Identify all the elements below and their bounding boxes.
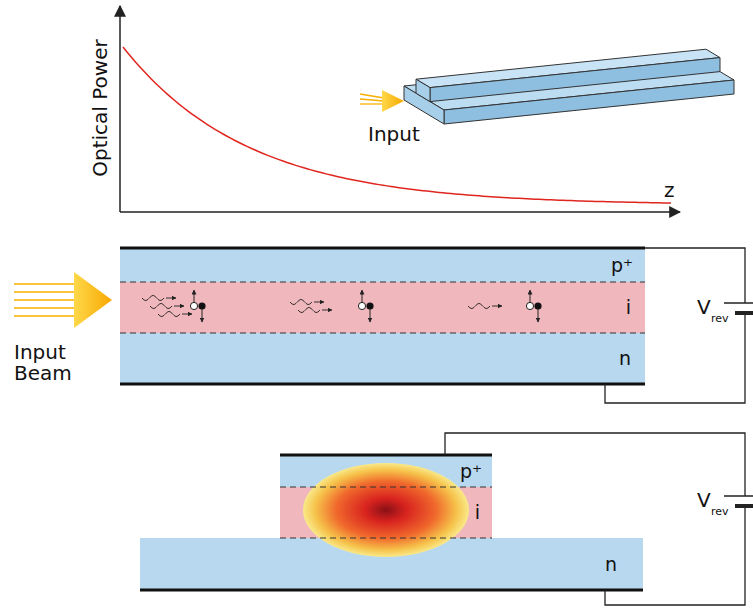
input-beam-arrow — [14, 272, 112, 328]
side-view-layers — [120, 248, 645, 384]
hole — [190, 302, 197, 309]
axis-label: z — [664, 180, 675, 201]
hole — [358, 302, 365, 309]
input-beam-label: Input Beam — [14, 342, 104, 384]
n-layer: n — [120, 333, 645, 384]
layer-label: p⁺ — [460, 462, 482, 481]
waveguide-face — [430, 58, 720, 102]
layer-label: n — [619, 349, 631, 368]
axis-label: Optical Power — [90, 39, 111, 176]
electron-drift — [370, 309, 371, 322]
p-layer: p⁺ — [280, 455, 492, 487]
optical-mode — [303, 463, 469, 557]
hole-drift — [362, 290, 363, 303]
intrinsic-layer: i — [120, 282, 645, 333]
electron-drift — [538, 309, 539, 322]
photon — [158, 312, 180, 317]
layer-label: i — [626, 298, 631, 317]
photon-arrow — [492, 306, 502, 307]
input-label: Input — [368, 124, 420, 145]
layer-label: p⁺ — [611, 256, 633, 275]
photon-arrow — [166, 298, 176, 299]
voltage-label: V — [697, 490, 711, 511]
photon — [142, 296, 164, 301]
z-axis — [120, 211, 680, 213]
power-plot — [120, 6, 680, 212]
input-arrow-small — [360, 90, 404, 112]
y-axis — [119, 6, 121, 212]
photon-arrow — [314, 302, 324, 303]
voltage-subscript: rev — [711, 313, 729, 325]
photon-arrow — [322, 310, 332, 311]
hole — [526, 302, 533, 309]
photons-and-carriers — [142, 290, 542, 322]
n-layer: n — [140, 538, 643, 590]
photon — [468, 304, 490, 309]
layer-label: i — [475, 503, 480, 522]
rib-waveguide — [404, 49, 734, 124]
hole-drift — [194, 290, 195, 303]
photon-arrow — [174, 306, 184, 307]
photon — [298, 308, 320, 313]
voltage-label: V — [697, 297, 711, 318]
electron-drift — [202, 309, 203, 322]
electron — [198, 302, 205, 309]
bias-circuit-section — [445, 433, 753, 605]
bias-circuit-side — [605, 248, 753, 403]
photon-arrow — [182, 314, 192, 315]
electron — [534, 302, 541, 309]
waveguide-face — [416, 79, 430, 101]
electron — [366, 302, 373, 309]
layer-label: n — [605, 555, 617, 574]
p-layer: p⁺ — [120, 248, 645, 282]
voltage-subscript: rev — [711, 506, 729, 518]
cross-section-layers — [140, 455, 643, 590]
photon — [150, 304, 172, 309]
intrinsic-layer: i — [280, 487, 492, 538]
photon — [290, 300, 312, 305]
hole-drift — [530, 290, 531, 303]
